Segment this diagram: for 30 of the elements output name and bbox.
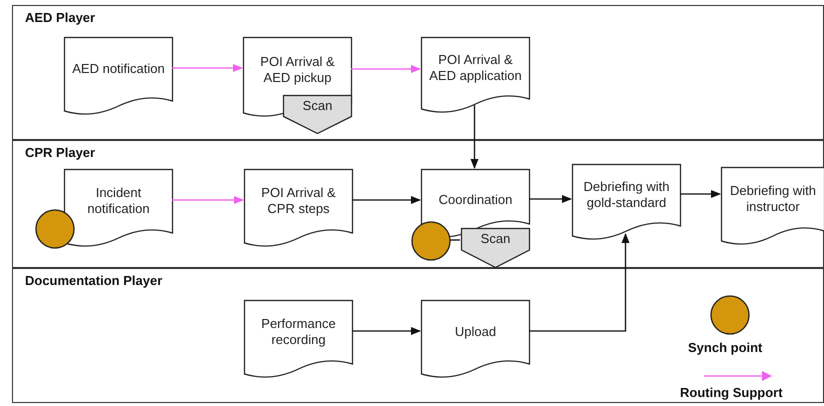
- swimlane: [12, 268, 824, 403]
- legend-label: Synch point: [688, 340, 762, 355]
- arrow: [529, 195, 572, 203]
- arrow: [470, 105, 478, 169]
- scan-label: Scan: [302, 98, 332, 114]
- step-label: Debriefing with instructor: [729, 183, 817, 215]
- arrow: [172, 196, 244, 204]
- arrow: [529, 233, 630, 332]
- connector-line: [450, 239, 460, 241]
- lane-title: Documentation Player: [25, 273, 162, 288]
- step-label: Upload: [454, 324, 496, 340]
- step-label: POI Arrival & CPR steps: [260, 185, 337, 217]
- step-label: Incident notification: [86, 185, 151, 217]
- arrow: [352, 327, 421, 335]
- arrow: [680, 190, 721, 198]
- step-label: POI Arrival & AED pickup: [259, 54, 336, 86]
- arrow: [352, 196, 421, 204]
- scan-label: Scan: [480, 231, 510, 247]
- arrow: [351, 65, 421, 73]
- step-label: Debriefing with gold-standard: [582, 179, 670, 211]
- legend-label: Routing Support: [680, 385, 783, 400]
- swimlane: [12, 5, 824, 140]
- step-label: Coordination: [438, 192, 512, 208]
- step-label: POI Arrival & AED application: [428, 52, 523, 84]
- lane-title: CPR Player: [25, 145, 96, 160]
- swimlane: [12, 140, 824, 268]
- step-label: Performance recording: [260, 316, 337, 348]
- lane-title: AED Player: [25, 10, 96, 25]
- arrow: [172, 64, 243, 72]
- step-label: AED notification: [72, 61, 165, 77]
